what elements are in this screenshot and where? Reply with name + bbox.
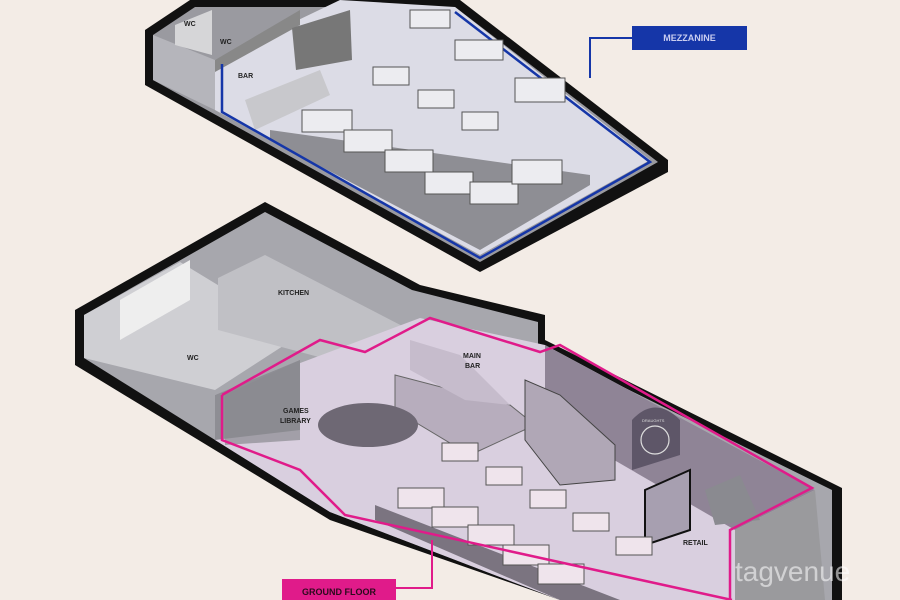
room-label-wc-2: WC	[220, 39, 232, 46]
draughts-logo: DRAUGHTS	[642, 418, 665, 423]
mezzanine-tables	[301, 9, 566, 205]
room-label-bar: BAR	[238, 73, 253, 80]
tagvenue-watermark: tagvenue	[735, 556, 851, 587]
room-label-main-bar-2: BAR	[465, 363, 480, 370]
room-label-retail: RETAIL	[683, 540, 708, 547]
room-label-wc-1: WC	[184, 21, 196, 28]
ground-floor-level: KITCHEN WC MAIN BAR GAMES LIBRARY RETAIL…	[75, 202, 842, 600]
room-label-kitchen: KITCHEN	[278, 290, 309, 297]
mezzanine-level: WC WC BAR	[145, 0, 668, 272]
mezzanine-label: MEZZANINE	[632, 26, 747, 50]
room-label-wc: WC	[187, 355, 199, 362]
room-label-games-2: LIBRARY	[280, 418, 311, 425]
room-label-main-bar-1: MAIN	[463, 353, 481, 360]
ground-floor-label: GROUND FLOOR	[282, 579, 396, 600]
room-label-games-1: GAMES	[283, 408, 309, 415]
